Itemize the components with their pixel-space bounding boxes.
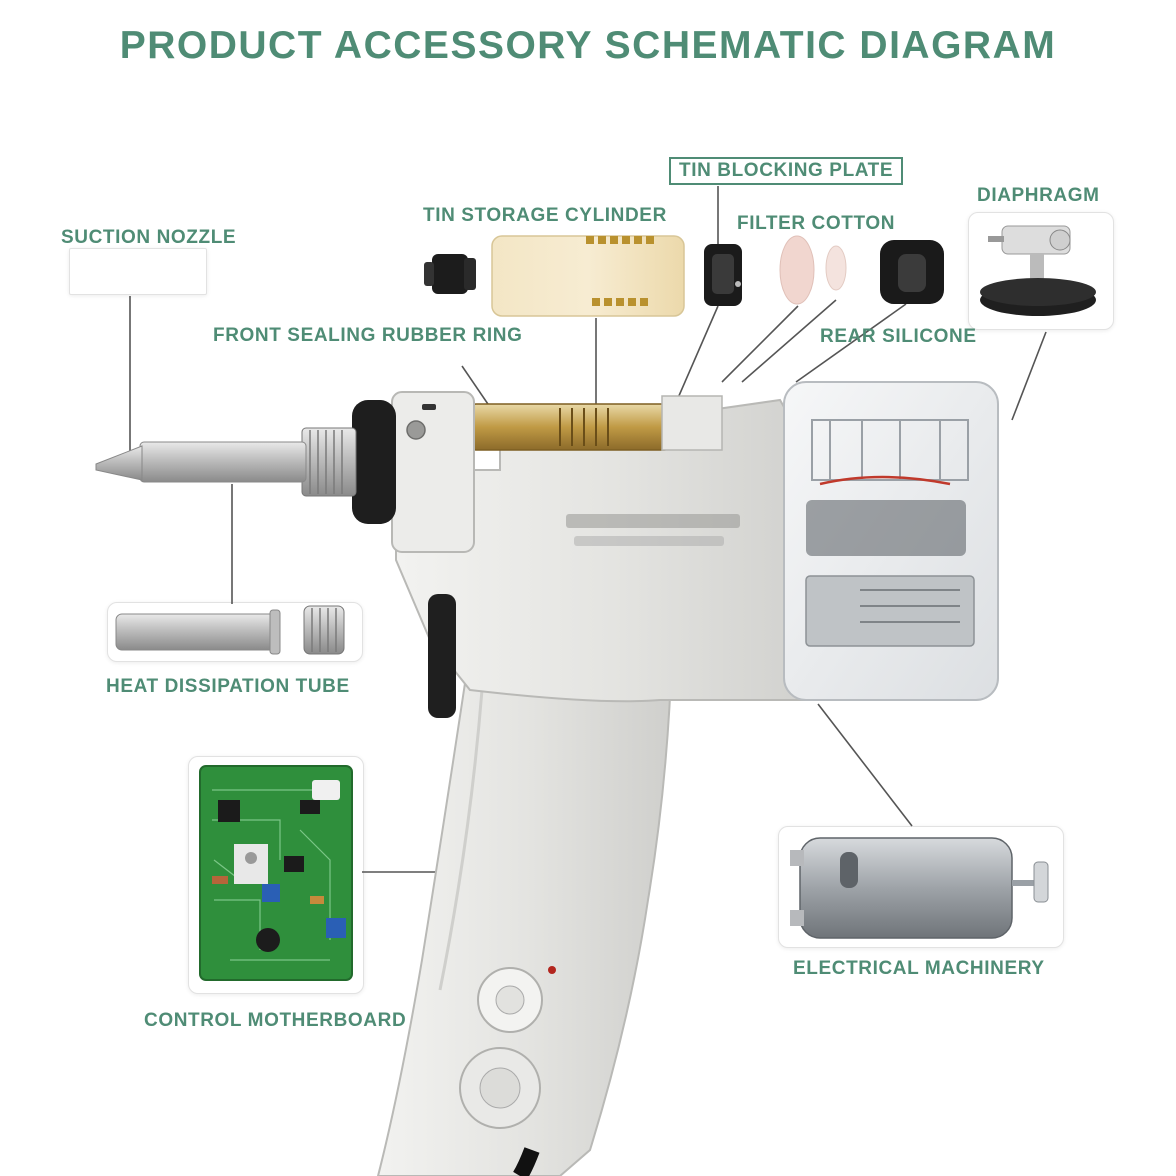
leader-front-sealing-ring bbox=[461, 365, 493, 411]
desoldering-gun bbox=[95, 381, 999, 1176]
leader-filter-cotton-1 bbox=[721, 305, 799, 383]
label-suction-nozzle: SUCTION NOZZLE bbox=[61, 227, 237, 248]
label-diaphragm: DIAPHRAGM bbox=[977, 185, 1100, 206]
tin-storage-cylinder-part bbox=[491, 235, 685, 317]
filter-cotton-part bbox=[779, 235, 847, 305]
leader-diaphragm bbox=[1011, 331, 1047, 421]
label-electrical-machinery: ELECTRICAL MACHINERY bbox=[793, 958, 1045, 979]
label-filter-cotton: FILTER COTTON bbox=[737, 213, 896, 234]
diaphragm-part bbox=[980, 225, 1096, 316]
leader-rear-silicone bbox=[795, 303, 907, 383]
trigger bbox=[428, 594, 456, 718]
suction-nozzle-card bbox=[69, 248, 207, 295]
power-cable bbox=[513, 1147, 540, 1176]
page-title: PRODUCT ACCESSORY SCHEMATIC DIAGRAM bbox=[119, 24, 1057, 67]
label-heat-dissipation-tube: HEAT DISSIPATION TUBE bbox=[106, 676, 350, 697]
leader-electrical-machinery bbox=[817, 703, 913, 827]
barrel-cylinder bbox=[469, 403, 671, 451]
heat-dissipation-tube-part bbox=[115, 605, 345, 655]
gun-handle bbox=[376, 649, 674, 1176]
electrical-machinery-part bbox=[790, 837, 1049, 939]
label-tin-blocking-plate: TIN BLOCKING PLATE bbox=[669, 157, 904, 185]
control-motherboard-part bbox=[199, 765, 353, 981]
indicator-led bbox=[548, 966, 556, 974]
label-control-motherboard: CONTROL MOTHERBOARD bbox=[144, 1010, 407, 1031]
label-front-sealing-rubber-ring: FRONT SEALING RUBBER RING bbox=[213, 325, 523, 346]
front-sealing-ring-part bbox=[424, 254, 476, 294]
tin-blocking-plate-part bbox=[704, 244, 742, 306]
front-collar bbox=[391, 391, 475, 553]
nozzle-tip bbox=[95, 445, 143, 481]
barrel-tube bbox=[139, 441, 307, 483]
leader-lines bbox=[129, 186, 1047, 873]
label-tin-storage-cylinder: TIN STORAGE CYLINDER bbox=[423, 205, 667, 226]
front-black-ring bbox=[352, 400, 396, 524]
leader-filter-cotton-2 bbox=[741, 299, 837, 383]
rear-silicone-part bbox=[880, 240, 944, 304]
label-rear-silicone: REAR SILICONE bbox=[820, 326, 977, 347]
leader-tin-blocking-plate bbox=[677, 305, 719, 399]
